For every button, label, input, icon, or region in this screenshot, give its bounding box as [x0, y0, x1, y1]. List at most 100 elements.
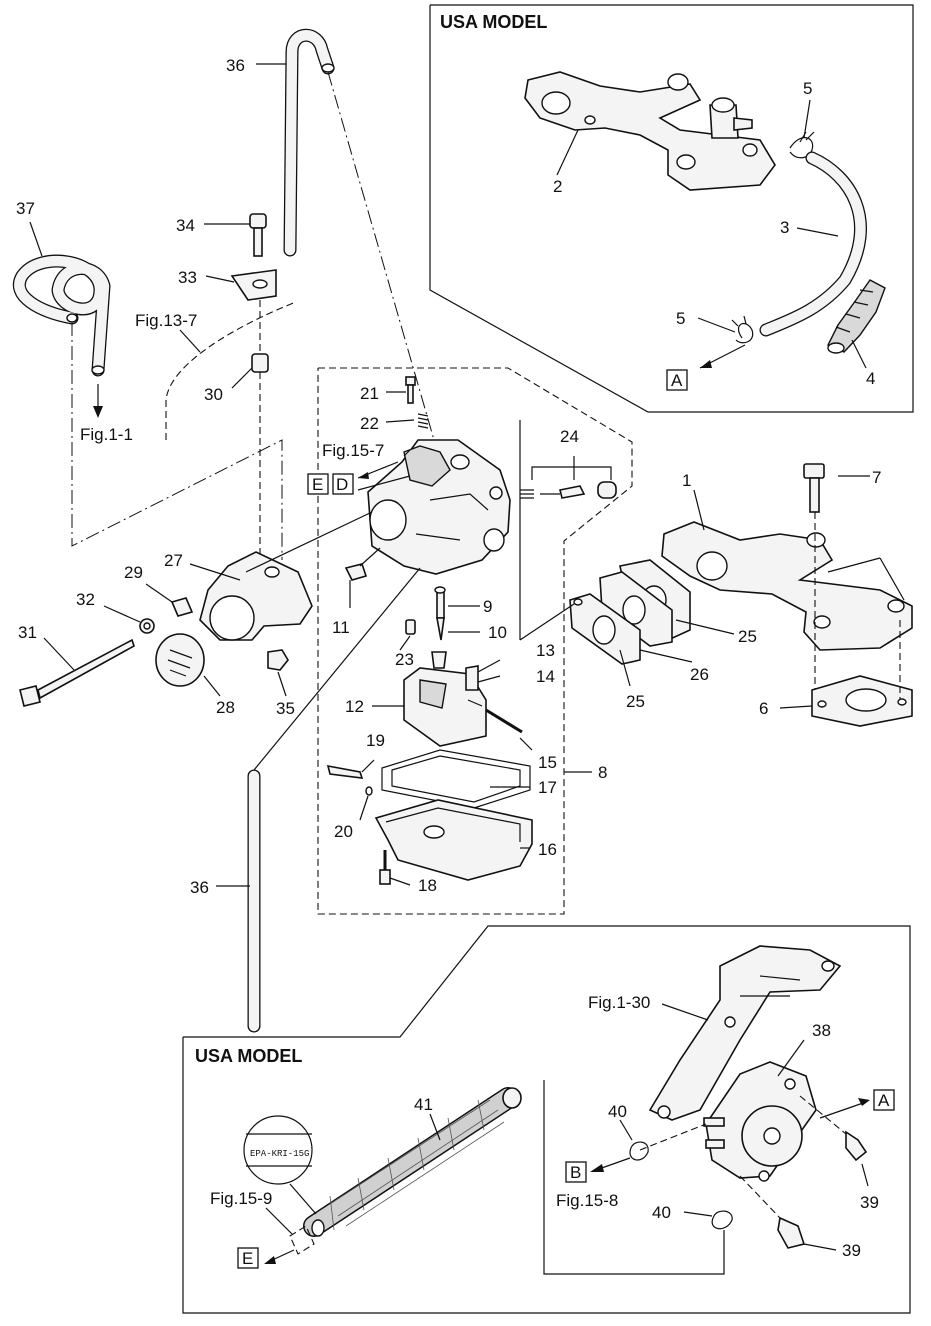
fuel-hose-usa — [759, 151, 867, 337]
callout-38: 38 — [812, 1021, 831, 1040]
connector-key-a-top-label: A — [671, 371, 683, 390]
callout-27: 27 — [164, 551, 183, 570]
washer-32 — [139, 618, 155, 634]
connector-key-a-bottom — [873, 1089, 895, 1111]
pilot-screw-21 — [405, 376, 416, 404]
callout-10: 10 — [488, 623, 507, 642]
callout-33: 33 — [178, 268, 197, 287]
float-needle-9 — [434, 586, 446, 641]
callout-30: 30 — [204, 385, 223, 404]
connector-key-d-label: D — [336, 475, 348, 494]
usa-model-panel-bottom: USA MODEL 41 EPA-KRI-15G Fig.15-9 — [182, 925, 911, 1314]
hose-clamp-40-upper — [629, 1141, 649, 1161]
float-bowl-16 — [374, 799, 533, 881]
callout-4: 4 — [866, 369, 875, 388]
connector-key-b-label: B — [570, 1163, 581, 1182]
callout-35: 35 — [276, 699, 295, 718]
callout-8: 8 — [598, 763, 607, 782]
callout-40-lower: 40 — [652, 1203, 671, 1222]
intake-manifold-usa — [524, 71, 776, 191]
callout-36-bottom: 36 — [190, 878, 209, 897]
callout-13: 13 — [536, 641, 555, 660]
collar-29 — [170, 597, 194, 617]
connector-key-a-top — [666, 369, 688, 391]
callout-1: 1 — [682, 471, 691, 490]
bolt-31 — [19, 638, 135, 707]
callout-26: 26 — [690, 665, 709, 684]
usa-model-header-top: USA MODEL — [440, 12, 547, 32]
intake-manifold-1 — [661, 521, 913, 651]
o-ring-20 — [365, 786, 373, 796]
callout-9: 9 — [483, 597, 492, 616]
fuel-hose-41 — [303, 1087, 522, 1237]
callout-37: 37 — [16, 199, 35, 218]
callout-12: 12 — [345, 697, 364, 716]
callout-20: 20 — [334, 822, 353, 841]
carburetor-adapter-27 — [199, 551, 313, 641]
vent-hose-36-top — [283, 28, 335, 257]
spring-22 — [417, 413, 429, 429]
callout-39-lower: 39 — [842, 1241, 861, 1260]
callout-16: 16 — [538, 840, 557, 859]
plate-28 — [155, 633, 205, 687]
callout-40-upper: 40 — [608, 1102, 627, 1121]
idle-adjust-parts-24: 24 — [520, 427, 617, 499]
hose-clamp-40-lower — [711, 1210, 733, 1230]
callout-24: 24 — [560, 427, 579, 446]
bolt-34 — [249, 213, 267, 257]
callout-18: 18 — [418, 876, 437, 895]
callout-21: 21 — [360, 384, 379, 403]
callout-34: 34 — [176, 216, 195, 235]
connector-key-d — [332, 473, 354, 495]
callout-28: 28 — [216, 698, 235, 717]
fuel-pump-38 — [703, 1061, 817, 1182]
callout-23: 23 — [395, 650, 414, 669]
fig-ref-15-8: Fig.15-8 — [556, 1191, 618, 1210]
fuel-inlet-elbow — [289, 1225, 315, 1255]
callout-14: 14 — [536, 667, 555, 686]
hose-protector — [827, 279, 886, 354]
fuel-pump-bracket — [648, 945, 842, 1121]
callout-2: 2 — [553, 177, 562, 196]
fig-ref-15-7: Fig.15-7 — [322, 441, 384, 460]
callout-41: 41 — [414, 1095, 433, 1114]
callout-29: 29 — [124, 563, 143, 582]
connector-key-e-top — [307, 473, 329, 495]
gasket-6 — [811, 675, 913, 727]
fig-ref-13-7: Fig.13-7 — [135, 311, 197, 330]
float-pin-15 — [485, 708, 523, 734]
throttle-stop-screw-11 — [344, 547, 381, 581]
screw-39-lower — [777, 1216, 806, 1249]
carburetor-assembly-boundary: 8 — [317, 367, 633, 915]
callout-32: 32 — [76, 590, 95, 609]
plate-33 — [230, 269, 277, 301]
callout-39-upper: 39 — [860, 1193, 879, 1212]
bowl-screw-18 — [379, 850, 391, 885]
bolt-7 — [803, 463, 825, 513]
hose-clamp-bottom — [731, 315, 754, 344]
hose-marking-text: EPA-KRI-15G — [250, 1149, 309, 1159]
gasket-25-left — [569, 593, 641, 665]
breather-hose-37 — [13, 254, 111, 377]
usa-model-panel-top: USA MODEL — [429, 4, 914, 413]
needle-seat-10 — [431, 651, 447, 669]
carburetor-body — [367, 439, 511, 575]
connector-key-e-bottom-label: E — [242, 1249, 253, 1268]
callout-7: 7 — [872, 468, 881, 487]
usa-model-header-bottom: USA MODEL — [195, 1046, 302, 1066]
callout-6: 6 — [759, 699, 768, 718]
callout-5-top: 5 — [803, 79, 812, 98]
nut-35 — [267, 649, 289, 671]
callout-22: 22 — [360, 414, 379, 433]
callout-3: 3 — [780, 218, 789, 237]
connector-key-b — [565, 1161, 587, 1183]
connector-key-e-top-label: E — [312, 475, 323, 494]
float-bowl-gasket-17 — [381, 749, 531, 809]
callout-11: 11 — [332, 618, 350, 637]
fig-ref-1-30: Fig.1-30 — [588, 993, 650, 1012]
epa-marking-callout: EPA-KRI-15G — [243, 1115, 313, 1185]
callout-36-top: 36 — [226, 56, 245, 75]
callout-17: 17 — [538, 778, 557, 797]
connector-key-e-bottom — [237, 1247, 259, 1269]
